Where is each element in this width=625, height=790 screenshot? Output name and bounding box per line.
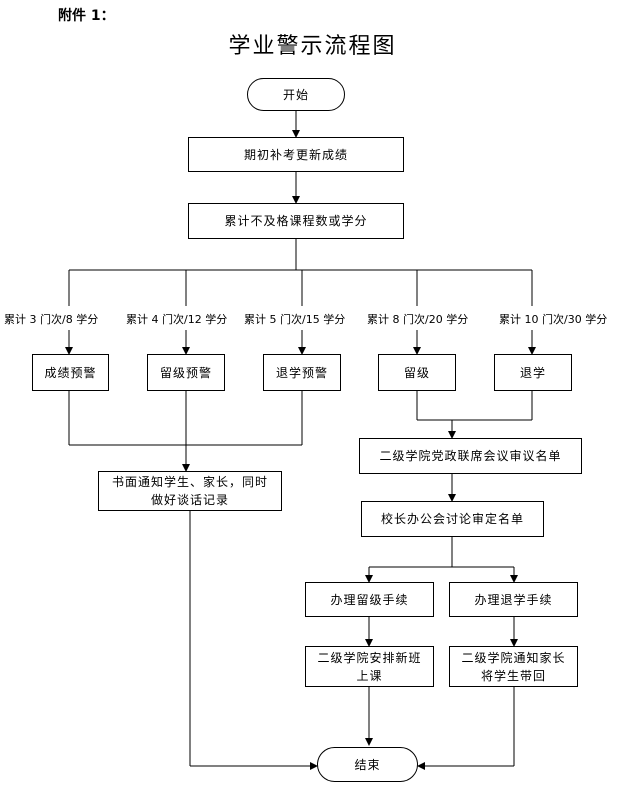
branch-label-4: 累计 4 门次/12 学分: [126, 313, 228, 326]
retention-warning-box: 留级预警: [147, 354, 225, 391]
withdrawal-procedure-box: 办理退学手续: [449, 582, 578, 617]
notify-parents-box: 二级学院通知家长将学生带回: [449, 646, 578, 687]
retention-box: 留级: [378, 354, 456, 391]
arrange-class-box: 二级学院安排新班上课: [305, 646, 434, 687]
start-node: 开始: [247, 78, 345, 111]
page-title: 学业警示流程图: [228, 34, 397, 59]
written-notice-box: 书面通知学生、家长，同时做好谈话记录: [98, 471, 282, 511]
attachment-label: 附件 1：: [58, 8, 115, 24]
retention-procedure-box: 办理留级手续: [305, 582, 434, 617]
branch-label-3: 累计 3 门次/8 学分: [4, 313, 99, 326]
branch-label-5: 累计 5 门次/15 学分: [244, 313, 346, 326]
branch-label-10: 累计 10 门次/30 学分: [499, 313, 608, 326]
update-grades-box: 期初补考更新成绩: [188, 137, 404, 172]
end-node: 结束: [317, 747, 418, 782]
count-failures-box: 累计不及格课程数或学分: [188, 203, 404, 239]
withdrawal-warning-box: 退学预警: [263, 354, 341, 391]
withdrawal-box: 退学: [494, 354, 572, 391]
branch-label-8: 累计 8 门次/20 学分: [367, 313, 469, 326]
grade-warning-box: 成绩预警: [32, 354, 109, 391]
college-review-box: 二级学院党政联席会议审议名单: [359, 438, 582, 474]
principal-review-box: 校长办公会讨论审定名单: [361, 501, 544, 537]
